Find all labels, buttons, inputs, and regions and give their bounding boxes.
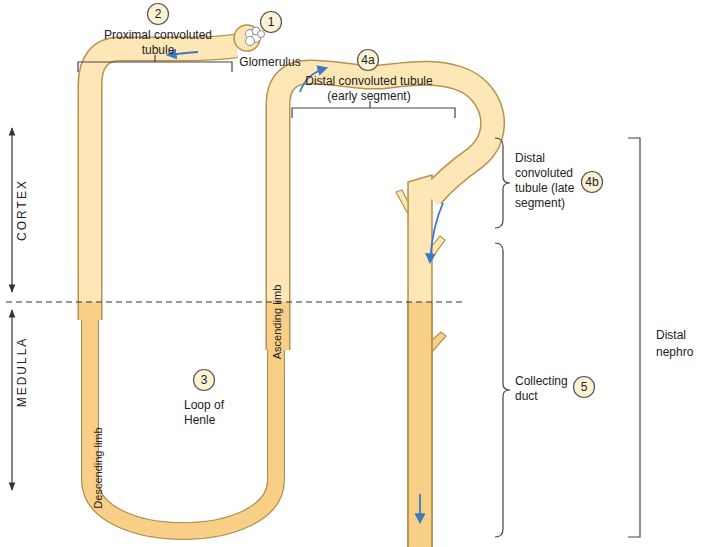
callout-circle: 3Loop of Henle — [192, 368, 216, 392]
region-label: Distal nephro — [656, 327, 704, 361]
callout-circle: 4bDistal convoluted tubule (late segment… — [580, 170, 604, 194]
limb-label: Descending limb — [92, 427, 104, 508]
callout-number: 4b — [580, 170, 604, 194]
loop-outline — [90, 316, 276, 531]
brackets — [78, 55, 640, 537]
distal-tubule — [278, 72, 493, 350]
duct-wall — [408, 302, 432, 547]
callout-circle: 1Glomerulus — [259, 10, 283, 34]
part-label: Distal convoluted tubule (early segment) — [304, 74, 434, 104]
proximal-tubule-outline — [90, 46, 236, 320]
duct-branch — [432, 236, 445, 258]
callout-circle: 2Proximal convoluted tubule — [146, 2, 170, 26]
callout-number: 4a — [356, 48, 380, 72]
callout-number: 5 — [572, 375, 596, 399]
part-label: Loop of Henle — [184, 398, 244, 428]
medulla-tint — [90, 302, 431, 547]
duct-branch — [432, 332, 446, 352]
duct-medulla — [409, 302, 431, 547]
part-label: Glomerulus — [230, 55, 310, 70]
distal-tubule-outline — [278, 72, 493, 350]
part-label: Proximal convoluted tubule — [98, 28, 218, 58]
callout-number: 1 — [259, 10, 283, 34]
medulla-extent-arrow — [11, 310, 12, 490]
zone-label: CORTEX — [15, 179, 29, 241]
proximal-medulla — [79, 302, 101, 320]
cortex-medulla-boundary — [6, 302, 462, 303]
part-label: Distal convoluted tubule (late segment) — [515, 151, 579, 211]
segment-bracket — [78, 55, 232, 72]
loop-of-henle — [90, 318, 276, 531]
segment-bracket — [292, 101, 455, 118]
flow-arrow — [419, 494, 421, 522]
segment-brace — [495, 138, 510, 228]
cortex-extent-arrow — [11, 128, 12, 292]
proximal-tubule — [90, 46, 236, 320]
callout-circle: 4aDistal convoluted tubule (early segmen… — [356, 48, 380, 72]
callout-number: 3 — [192, 368, 216, 392]
flow-arrow — [430, 203, 443, 262]
glomerulus — [234, 25, 265, 51]
bowman-capsule — [234, 25, 260, 51]
part-label: Collecting duct — [515, 374, 573, 404]
zone-label: MEDULLA — [15, 337, 29, 408]
capillary-loop — [246, 37, 255, 46]
limb-label: Ascending limb — [271, 285, 283, 360]
callout-number: 2 — [146, 2, 170, 26]
loop-medulla — [90, 318, 276, 531]
collecting-duct — [408, 175, 432, 547]
callout-circle: 5Collecting duct — [572, 375, 596, 399]
duct-branch — [396, 190, 408, 214]
flow-arrows — [168, 52, 443, 522]
capillary-loop — [258, 31, 265, 38]
segment-brace — [495, 243, 510, 537]
distal-nephron-bracket — [628, 138, 640, 537]
